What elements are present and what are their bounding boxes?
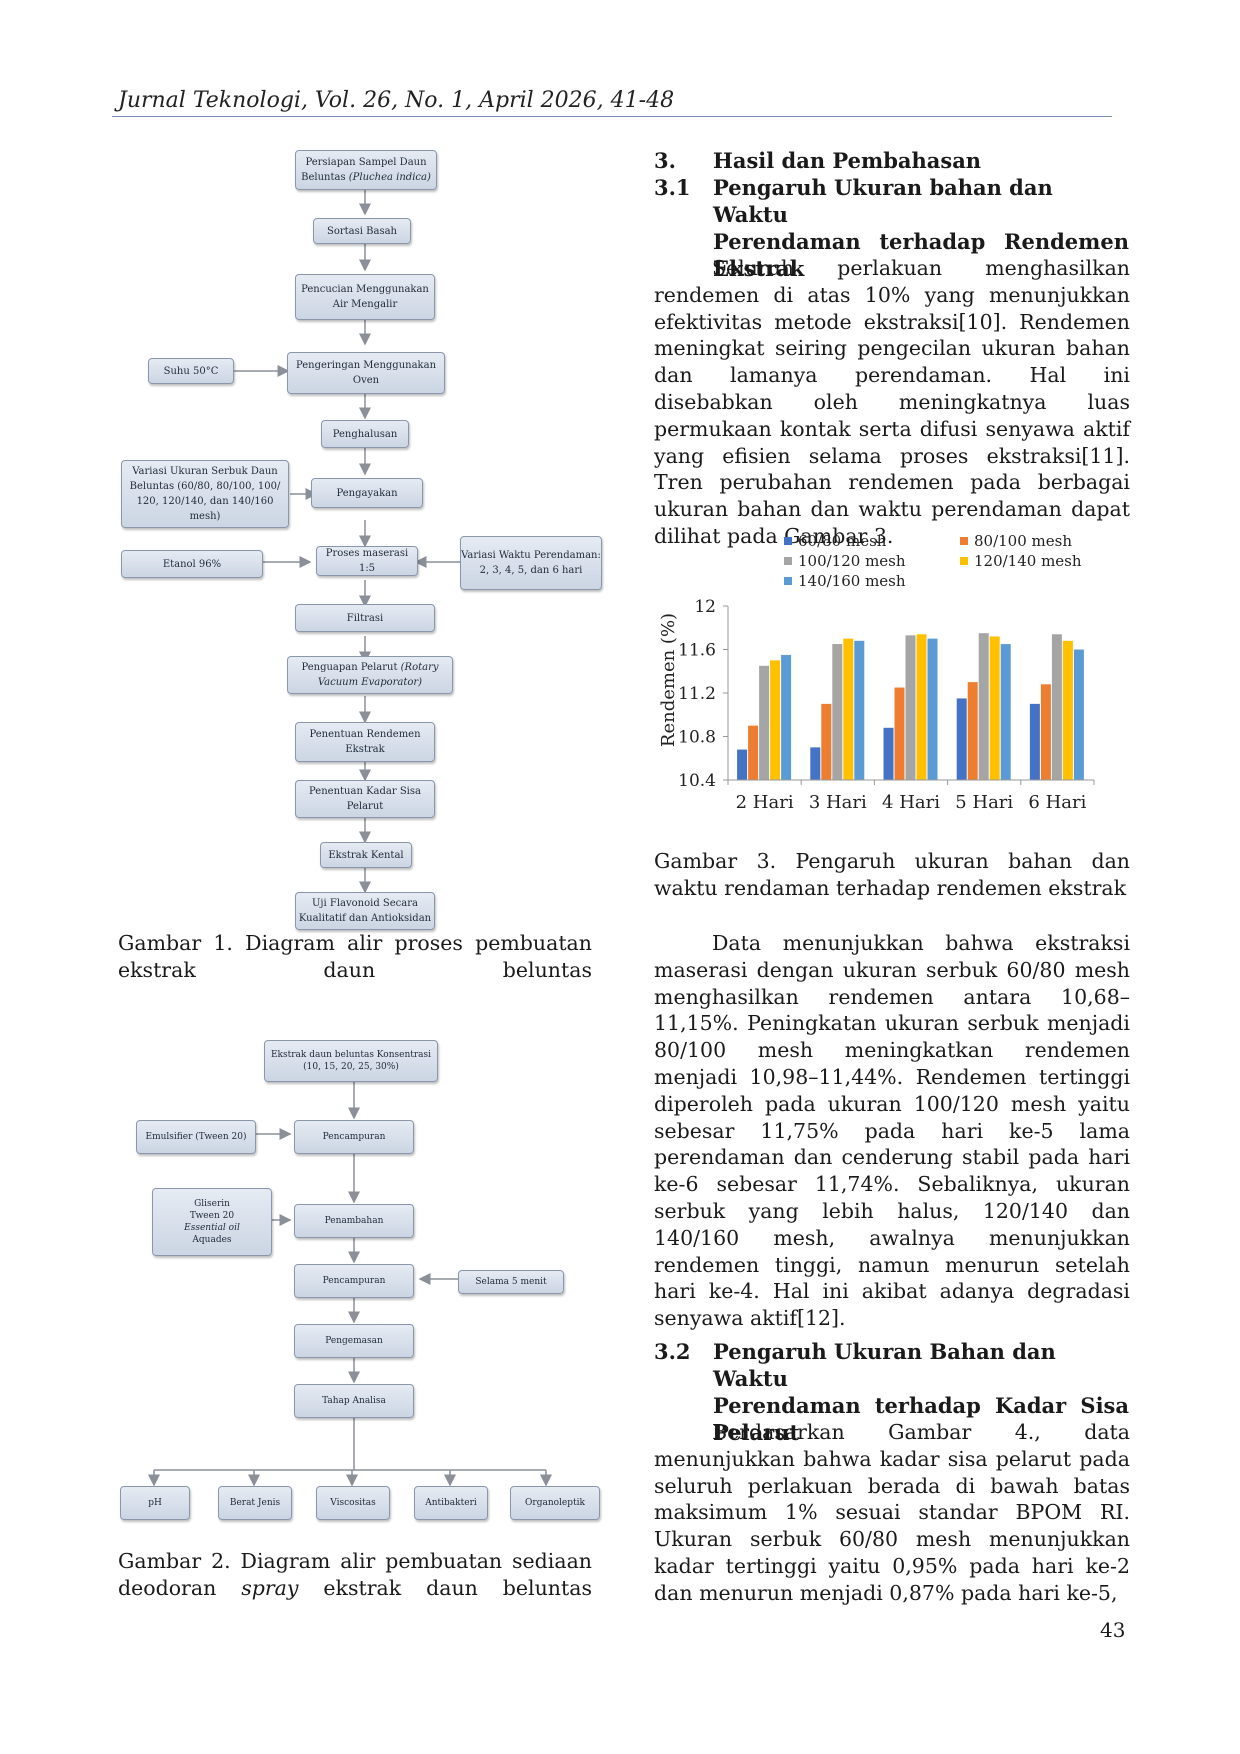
chart-x-tick-label: 6 Hari xyxy=(1028,792,1086,813)
chart-bar xyxy=(821,703,832,780)
paragraph-3-1-intro: Seluruh perlakuan menghasilkan rendemen … xyxy=(654,256,1130,548)
chart-bar xyxy=(927,638,938,780)
chart-bar xyxy=(1073,649,1084,780)
chart-bar xyxy=(967,682,978,780)
flow2-test-berat-jenis: Berat Jenis xyxy=(218,1486,292,1520)
legend-label: 120/140 mesh xyxy=(974,552,1082,570)
chart-bar xyxy=(770,660,781,780)
legend-swatch xyxy=(960,537,968,545)
chart-bar xyxy=(810,747,821,780)
flow2-step-mix2: Pencampuran xyxy=(294,1264,414,1298)
chart-bar xyxy=(1040,684,1051,780)
flow-step-kadar-sisa: Penentuan Kadar Sisa Pelarut xyxy=(295,780,435,818)
chart-y-axis-label: Rendemen (%) xyxy=(658,613,679,747)
figure2-caption: Gambar 2. Diagram alir pembuatan sediaan… xyxy=(118,1549,592,1600)
legend-swatch xyxy=(784,577,792,585)
figure3-caption: Gambar 3. Pengaruh ukuran bahan dan wakt… xyxy=(654,849,1130,900)
chart-y-tick-label: 11.6 xyxy=(678,641,716,661)
section3-2-number: 3.2 xyxy=(654,1339,691,1364)
flow-step-filtrasi: Filtrasi xyxy=(295,604,435,632)
flow-step-rendemen: Penentuan Rendemen Ekstrak xyxy=(295,722,435,762)
paragraph-3-1-data: Data menunjukkan bahwa ekstraksi maseras… xyxy=(654,931,1130,1331)
chart-y-tick-label: 10.4 xyxy=(678,771,716,791)
chart-bar xyxy=(956,698,967,780)
chart-bar xyxy=(916,634,927,780)
flow2-test-organoleptik: Organoleptik xyxy=(510,1486,600,1520)
chart-bar xyxy=(978,633,989,780)
legend-swatch xyxy=(784,537,792,545)
chart-legend: 60/80 mesh 80/100 mesh 100/120 mesh 120/140… xyxy=(784,532,1082,590)
chart-y-tick-label: 12 xyxy=(694,597,716,617)
chart-y-tick-label: 10.8 xyxy=(678,728,716,748)
chart-bar xyxy=(894,687,905,780)
section3-1-number: 3.1 xyxy=(654,175,691,200)
chart-x-tick-label: 2 Hari xyxy=(736,792,794,813)
flow2-side-emulsifier: Emulsifier (Tween 20) xyxy=(136,1120,256,1154)
chart-bar xyxy=(905,635,916,780)
flow2-test-viscositas: Viscositas xyxy=(316,1486,390,1520)
side-input-etanol: Etanol 96% xyxy=(121,550,263,578)
chart-bar xyxy=(781,654,792,780)
flow2-test-ph: pH xyxy=(120,1486,190,1520)
chart-bar xyxy=(883,727,894,780)
flow-step-ekstrak-kental: Ekstrak Kental xyxy=(320,842,412,868)
legend-label: 60/80 mesh xyxy=(798,532,887,550)
page-number: 43 xyxy=(1100,1618,1126,1642)
flow-step-maserasi: Proses maserasi 1:5 xyxy=(316,546,418,576)
section3-2-title: Pengaruh Ukuran Bahan dan Waktu Perendam… xyxy=(713,1339,1129,1445)
paragraph-3-2: Berdasarkan Gambar 4., data menunjukkan … xyxy=(654,1420,1130,1605)
chart-bar xyxy=(1029,703,1040,780)
flow-step-sortasi: Sortasi Basah xyxy=(313,218,411,244)
flow2-side-ingredients: Gliserin Tween 20 Essential oil Aquades xyxy=(152,1188,272,1256)
legend-swatch xyxy=(960,557,968,565)
chart-bar xyxy=(1062,640,1073,780)
flow2-step-analysis: Tahap Analisa xyxy=(294,1384,414,1418)
section3-1-title: Pengaruh Ukuran bahan dan Waktu Perendam… xyxy=(713,175,1129,281)
flow-step-pengeringan: Pengeringan Menggunakan Oven xyxy=(287,352,445,394)
chart-bar xyxy=(759,665,770,780)
flow-step-uji-flavonoid: Uji Flavonoid Secara Kualitatif dan Anti… xyxy=(295,892,435,930)
flow2-test-antibakteri: Antibakteri xyxy=(414,1486,488,1520)
chart-bar xyxy=(854,640,865,780)
flow-step-pencucian: Pencucian Menggunakan Air Mengalir xyxy=(295,274,435,320)
chart-x-tick-label: 3 Hari xyxy=(809,792,867,813)
section3-title: Hasil dan Pembahasan xyxy=(713,148,982,173)
chart-bar xyxy=(989,636,1000,780)
flow2-step-start: Ekstrak daun beluntas Konsentrasi (10, 1… xyxy=(264,1040,438,1082)
figure3-chart: 60/80 mesh 80/100 mesh 100/120 mesh 120/140… xyxy=(658,532,1095,813)
journal-header: Jurnal Teknologi, Vol. 26, No. 1, April … xyxy=(118,88,675,113)
chart-bar xyxy=(832,644,843,780)
flow2-step-add: Penambahan xyxy=(294,1204,414,1238)
chart-bar xyxy=(843,638,854,780)
legend-label: 140/160 mesh xyxy=(798,572,906,590)
chart-bar xyxy=(1051,634,1062,780)
side-input-variasi-ukuran: Variasi Ukuran Serbuk Daun Beluntas (60/… xyxy=(121,460,289,528)
flow2-step-mix1: Pencampuran xyxy=(294,1120,414,1154)
chart-y-tick-label: 11.2 xyxy=(678,684,716,704)
legend-swatch xyxy=(784,557,792,565)
flow-step-penghalusan: Penghalusan xyxy=(321,420,409,448)
flow2-step-pack: Pengemasan xyxy=(294,1324,414,1358)
legend-label: 80/100 mesh xyxy=(974,532,1072,550)
chart-bar xyxy=(737,749,748,780)
header-rule xyxy=(112,116,1112,117)
chart-x-tick-label: 5 Hari xyxy=(955,792,1013,813)
figure1-caption: Gambar 1. Diagram alir proses pembuatan … xyxy=(118,931,592,982)
side-input-suhu: Suhu 50°C xyxy=(148,358,234,384)
legend-label: 100/120 mesh xyxy=(798,552,906,570)
chart-x-tick-label: 4 Hari xyxy=(882,792,940,813)
chart-bar xyxy=(748,725,759,780)
side-input-variasi-waktu: Variasi Waktu Perendaman: 2, 3, 4, 5, da… xyxy=(460,536,602,590)
flow-step-pengayakan: Pengayakan xyxy=(311,478,423,508)
figure2-connectors xyxy=(148,1080,552,1487)
chart-bar xyxy=(1000,644,1011,780)
flow2-side-time: Selama 5 menit xyxy=(458,1270,564,1294)
section3-number: 3. xyxy=(654,148,676,173)
